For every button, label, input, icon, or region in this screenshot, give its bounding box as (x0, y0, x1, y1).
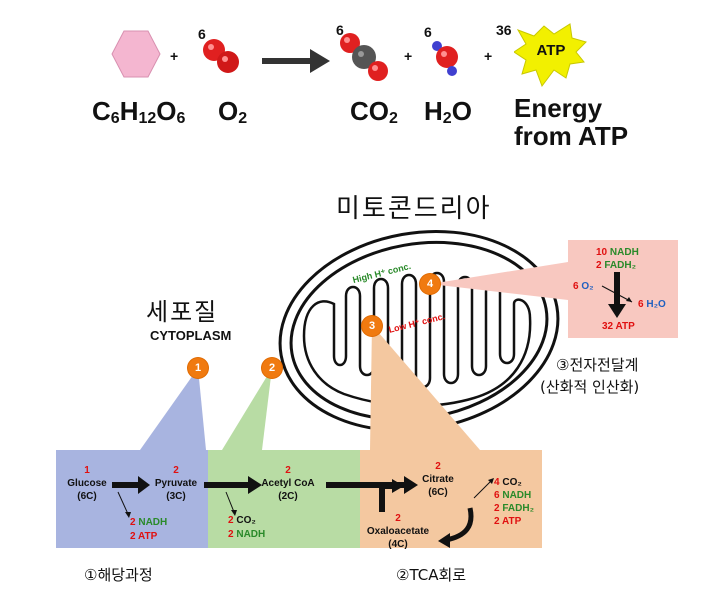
etc-atp: 32 ATP (602, 321, 635, 332)
tca-box (360, 450, 542, 548)
glucose-hexagon-icon (111, 30, 161, 78)
cytoplasm-english-label: CYTOPLASM (150, 328, 232, 343)
water-molecule-icon (432, 41, 458, 76)
reaction-arrow-icon (262, 49, 330, 73)
energy-from-atp-label: Energy from ATP (514, 93, 629, 151)
oxaloacetate-node: 2 Oxaloacetate (4C) (366, 513, 430, 550)
acetyl-coa-node: 2 Acetyl CoA (2C) (261, 465, 315, 502)
o2-coefficient: 6 (198, 26, 206, 42)
etc-o2: 6 O₂ (573, 281, 594, 292)
tca-co2: 4 CO₂ (494, 477, 522, 488)
etc-fadh2: 2 FADH₂ (596, 260, 637, 271)
cytoplasm-korean-label: 세포질 (146, 298, 219, 326)
atp-badge-label: ATP (536, 42, 566, 59)
link-nadh: 2 NADH (228, 529, 266, 540)
h2o-formula: H2O (424, 96, 472, 127)
atp-burst-icon (514, 23, 587, 88)
glucose-formula: C6H12O6 (92, 96, 186, 127)
etc-box (568, 240, 678, 338)
co2-coefficient: 6 (336, 22, 344, 38)
plus-sign: + (484, 48, 493, 64)
etc-title: ③전자전달계 (556, 356, 639, 374)
h2o-coefficient: 6 (424, 24, 432, 40)
glucose-node: 1 Glucose (6C) (67, 465, 107, 502)
glycolysis-box (56, 450, 208, 548)
tca-fadh2: 2 FADH₂ (494, 503, 535, 514)
tca-nadh: 6 NADH (494, 490, 532, 501)
etc-nadh: 10 NADH (596, 247, 639, 258)
citrate-node: 2 Citrate (6C) (422, 461, 454, 498)
co2-formula: CO2 (350, 96, 398, 127)
o2-formula: O2 (218, 96, 248, 127)
link-co2: 2 CO₂ (228, 515, 256, 526)
tca-caption: ②TCA회로 (396, 566, 467, 584)
link-reaction-box (208, 450, 360, 548)
carbon-dioxide-molecule-icon (340, 33, 388, 81)
etc-arrows-icon (601, 272, 633, 318)
marker-3: 3 (362, 316, 382, 336)
glycolysis-nadh: 2 NADH (130, 517, 168, 528)
etc-subtitle: (산화적 인산화) (540, 378, 640, 396)
etc-h2o: 6 H₂O (638, 299, 666, 310)
plus-sign: + (170, 48, 179, 64)
mitochondria-title: 미토콘드리아 (336, 194, 492, 224)
marker-4: 4 (420, 274, 440, 294)
atp-coefficient: 36 (496, 22, 512, 38)
pyruvate-node: 2 Pyruvate (3C) (154, 465, 198, 502)
glycolysis-atp: 2 ATP (130, 531, 158, 542)
plus-sign: + (404, 48, 413, 64)
tca-atp: 2 ATP (494, 516, 522, 527)
glycolysis-caption: ①해당과정 (84, 566, 153, 584)
oxygen-molecule-icon (203, 39, 239, 73)
marker-1: 1 (188, 358, 208, 378)
marker-2: 2 (262, 358, 282, 378)
